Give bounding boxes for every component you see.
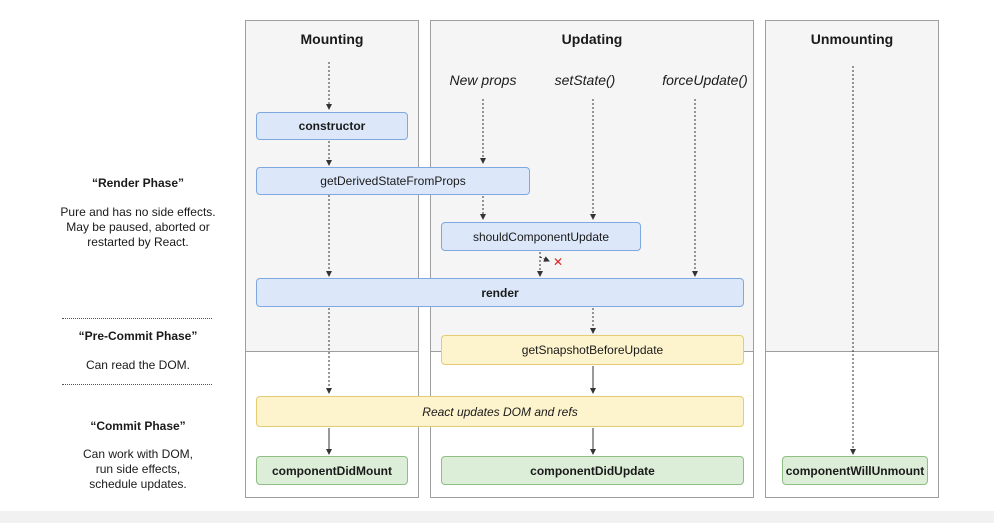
component-will-unmount-box: componentWillUnmount xyxy=(782,456,928,485)
render-phase-desc-line: May be paused, aborted or xyxy=(66,220,210,234)
pre-commit-phase-description: Can read the DOM. xyxy=(53,358,223,373)
render-box: render xyxy=(256,278,744,307)
updating-column-title: Updating xyxy=(561,31,623,47)
pre-commit-phase-desc-line: Can read the DOM. xyxy=(85,358,191,372)
cross-mark-icon: ✕ xyxy=(553,255,564,269)
bottom-shade xyxy=(0,511,994,523)
phase-separator xyxy=(62,318,212,319)
mounting-column-title: Mounting xyxy=(300,31,364,47)
pre-commit-phase-title: “Pre-Commit Phase” xyxy=(78,329,198,343)
constructor-box: constructor xyxy=(256,112,408,140)
trigger-force-update: forceUpdate() xyxy=(662,72,748,88)
trigger-new-props: New props xyxy=(449,72,517,88)
render-phase-desc-line: Pure and has no side effects. xyxy=(60,205,216,219)
get-derived-state-from-props-box: getDerivedStateFromProps xyxy=(256,167,530,195)
should-component-update-box: shouldComponentUpdate xyxy=(441,222,641,251)
component-did-mount-box: componentDidMount xyxy=(256,456,408,485)
trigger-set-state: setState() xyxy=(554,72,616,88)
get-snapshot-before-update-box: getSnapshotBeforeUpdate xyxy=(441,335,744,365)
phase-separator xyxy=(62,384,212,385)
react-updates-dom-box: React updates DOM and refs xyxy=(256,396,744,427)
render-phase-description: Pure and has no side effects. May be pau… xyxy=(53,205,223,250)
commit-phase-desc-line: schedule updates. xyxy=(89,477,187,491)
commit-phase-title: “Commit Phase” xyxy=(90,419,186,433)
render-phase-title: “Render Phase” xyxy=(91,176,185,190)
render-phase-desc-line: restarted by React. xyxy=(87,235,189,249)
arrow-should-update-cancel xyxy=(539,256,550,262)
unmounting-column-render-area xyxy=(765,20,939,351)
unmounting-column-title: Unmounting xyxy=(810,31,894,47)
commit-phase-description: Can work with DOM, run side effects, sch… xyxy=(53,447,223,492)
commit-phase-desc-line: Can work with DOM, xyxy=(82,447,194,461)
commit-phase-desc-line: run side effects, xyxy=(95,462,181,476)
component-did-update-box: componentDidUpdate xyxy=(441,456,744,485)
